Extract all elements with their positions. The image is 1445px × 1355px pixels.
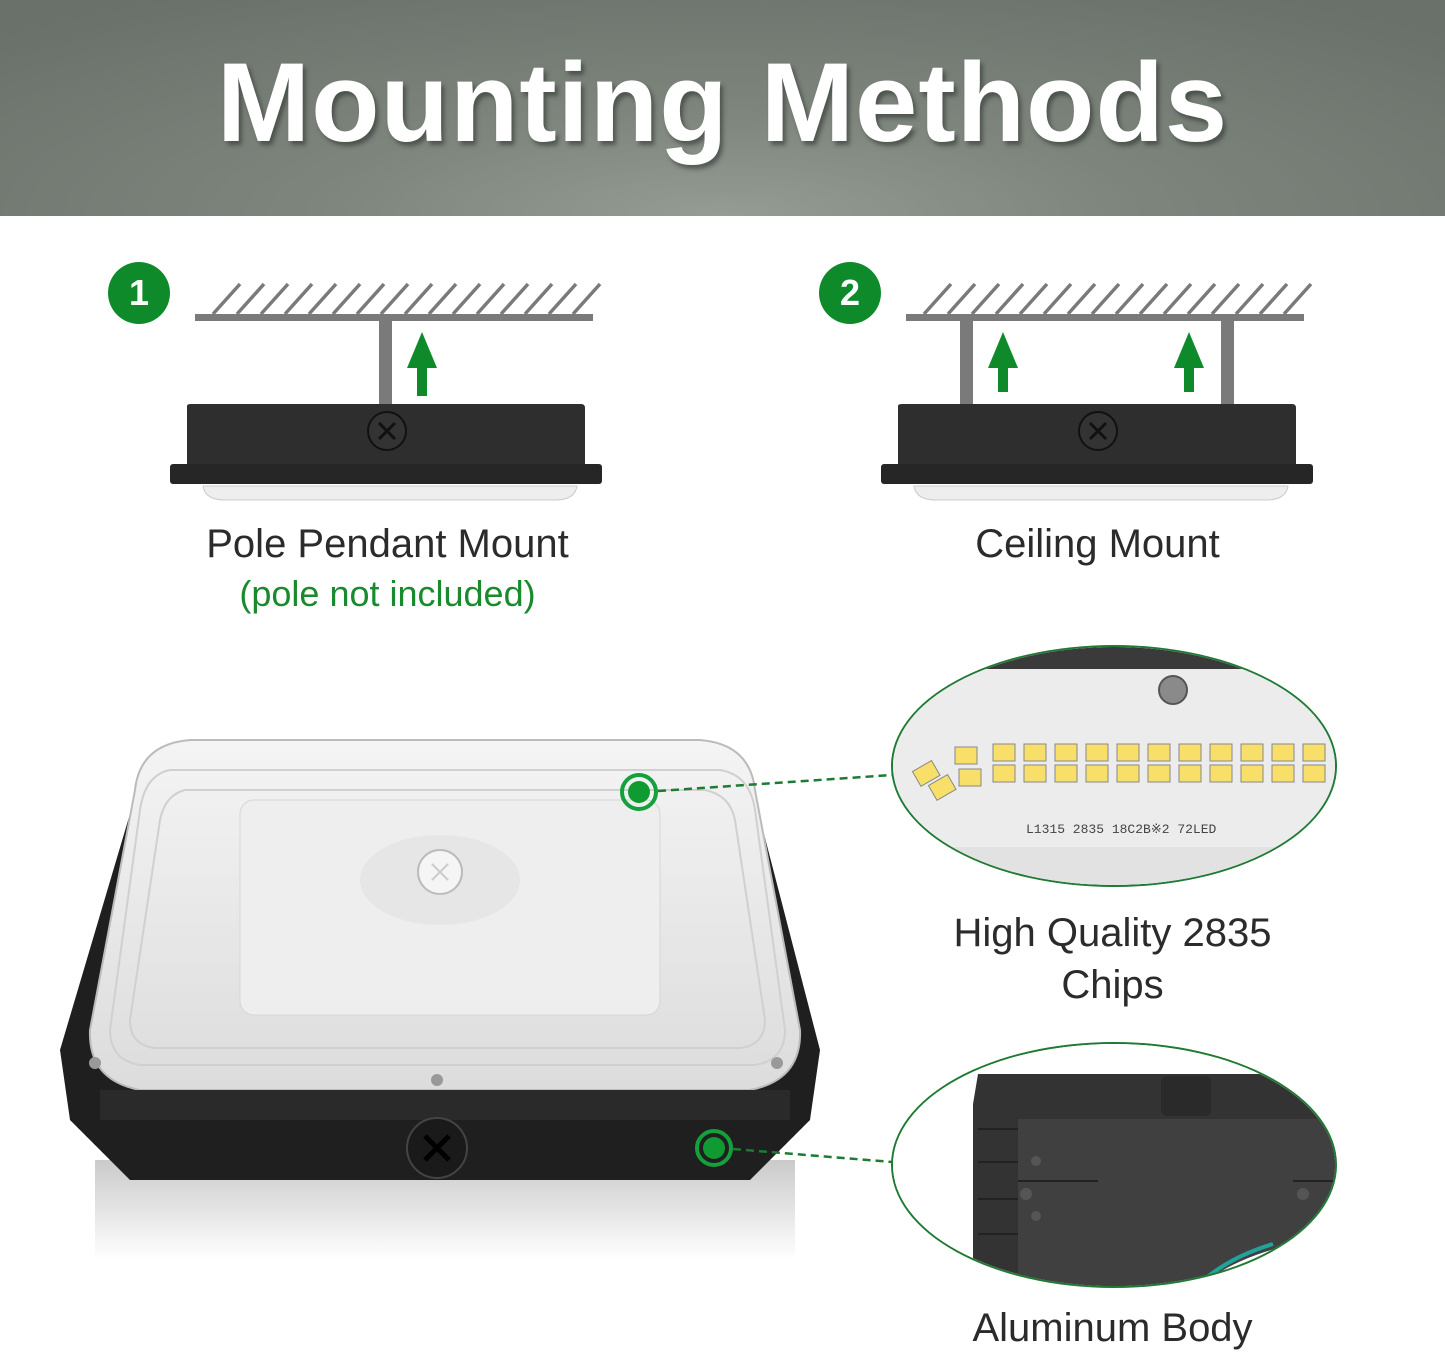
bracket-icon [960, 321, 973, 407]
chips-label-line2: Chips [1061, 963, 1164, 1007]
up-arrow-icon [407, 332, 437, 396]
method-2-label: Ceiling Mount [975, 522, 1220, 566]
pole-pendant-diagram [170, 282, 602, 501]
chips-closeup: L1315 2835 18C2B※2 72LED [891, 645, 1337, 887]
pcb-marking: L1315 2835 18C2B※2 72LED [1026, 822, 1217, 837]
callout-dot-chips [620, 773, 658, 811]
body-label: Aluminum Body [972, 1306, 1253, 1350]
ceiling-hatch-icon [211, 282, 602, 316]
chips-label-line1: High Quality 2835 [953, 911, 1272, 955]
page-title: Mounting Methods [216, 40, 1229, 165]
ceiling-hatch-icon [922, 282, 1313, 316]
header-banner: Mounting Methods [0, 0, 1445, 216]
chips-label: High Quality 2835 Chips [900, 907, 1325, 1011]
method-1-note: (pole not included) [239, 573, 536, 614]
step-badge-2: 2 [819, 262, 881, 324]
body-closeup [891, 1042, 1337, 1288]
pcb-screw-icon [1158, 675, 1188, 705]
method-1-label: Pole Pendant Mount [206, 522, 569, 566]
callout-dot-body [695, 1129, 733, 1167]
pole-icon [379, 321, 392, 407]
light-fixture-icon [881, 404, 1313, 501]
product-photo [60, 739, 820, 1260]
ceiling-mount-diagram [881, 282, 1313, 501]
light-fixture-icon [170, 404, 602, 501]
step-badge-1: 1 [108, 262, 170, 324]
led-chip-array [911, 743, 1326, 801]
bracket-icon [1221, 321, 1234, 407]
up-arrow-icon [988, 332, 1018, 392]
up-arrow-icon [1174, 332, 1204, 392]
